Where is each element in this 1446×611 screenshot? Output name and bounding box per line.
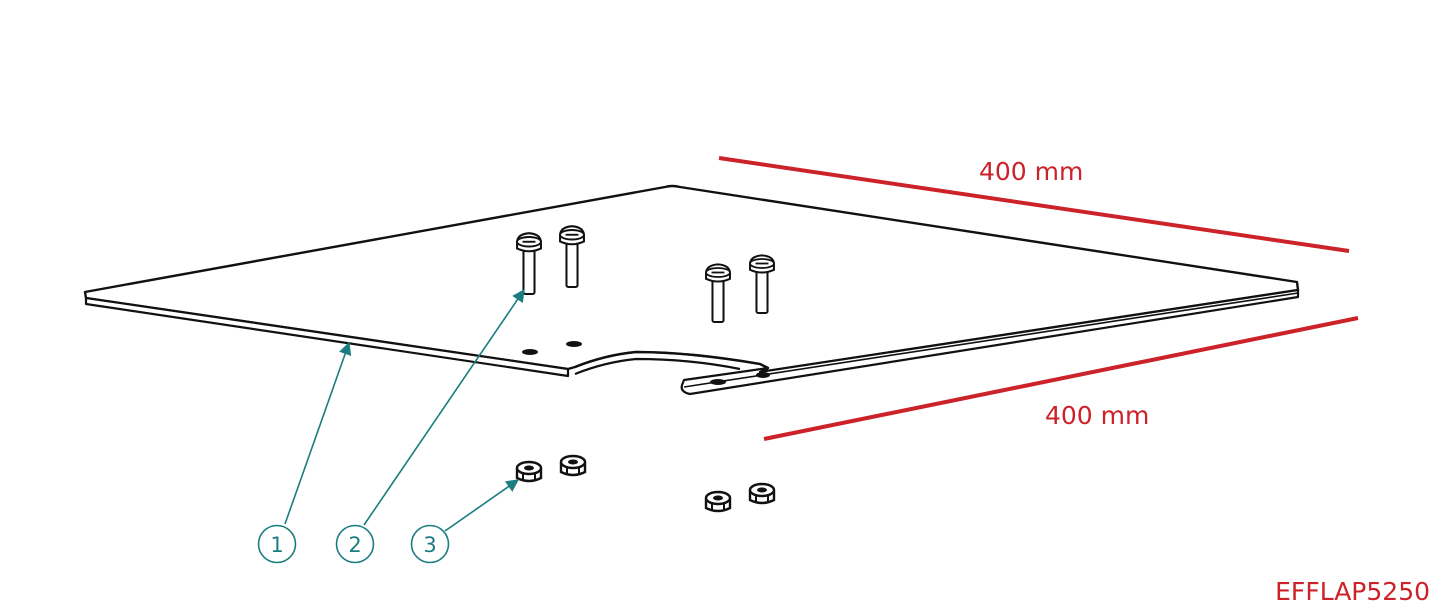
part-code: EFFLAP5250 bbox=[1275, 577, 1430, 606]
nut bbox=[748, 482, 776, 505]
balloon-2-number: 2 bbox=[348, 533, 361, 557]
nuts bbox=[515, 454, 776, 513]
dimension-label-bottom: 400 mm bbox=[1045, 401, 1149, 430]
balloon-1: 1 bbox=[257, 524, 297, 564]
plate-hole bbox=[756, 372, 770, 378]
dimension-line-bottom bbox=[763, 316, 1359, 441]
plate-notch-edge bbox=[574, 350, 769, 376]
nut bbox=[515, 460, 543, 483]
balloon-2: 2 bbox=[335, 524, 375, 564]
dimension-label-top: 400 mm bbox=[979, 157, 1083, 186]
plate-front-edge bbox=[84, 296, 570, 378]
plate-top-face bbox=[83, 184, 1300, 374]
leader-line-2 bbox=[363, 288, 525, 526]
plate bbox=[83, 184, 1300, 396]
dimension-line-top bbox=[718, 156, 1350, 253]
balloon-1-number: 1 bbox=[270, 533, 283, 557]
leader-line-3 bbox=[444, 479, 520, 532]
plate-hole bbox=[522, 349, 538, 355]
balloon-3-number: 3 bbox=[423, 533, 436, 557]
balloon-3: 3 bbox=[410, 524, 450, 564]
leader-line-1 bbox=[284, 341, 352, 525]
plate-hole bbox=[566, 341, 582, 347]
plate-hole bbox=[710, 379, 726, 385]
nut bbox=[559, 454, 587, 477]
nut bbox=[704, 490, 732, 513]
